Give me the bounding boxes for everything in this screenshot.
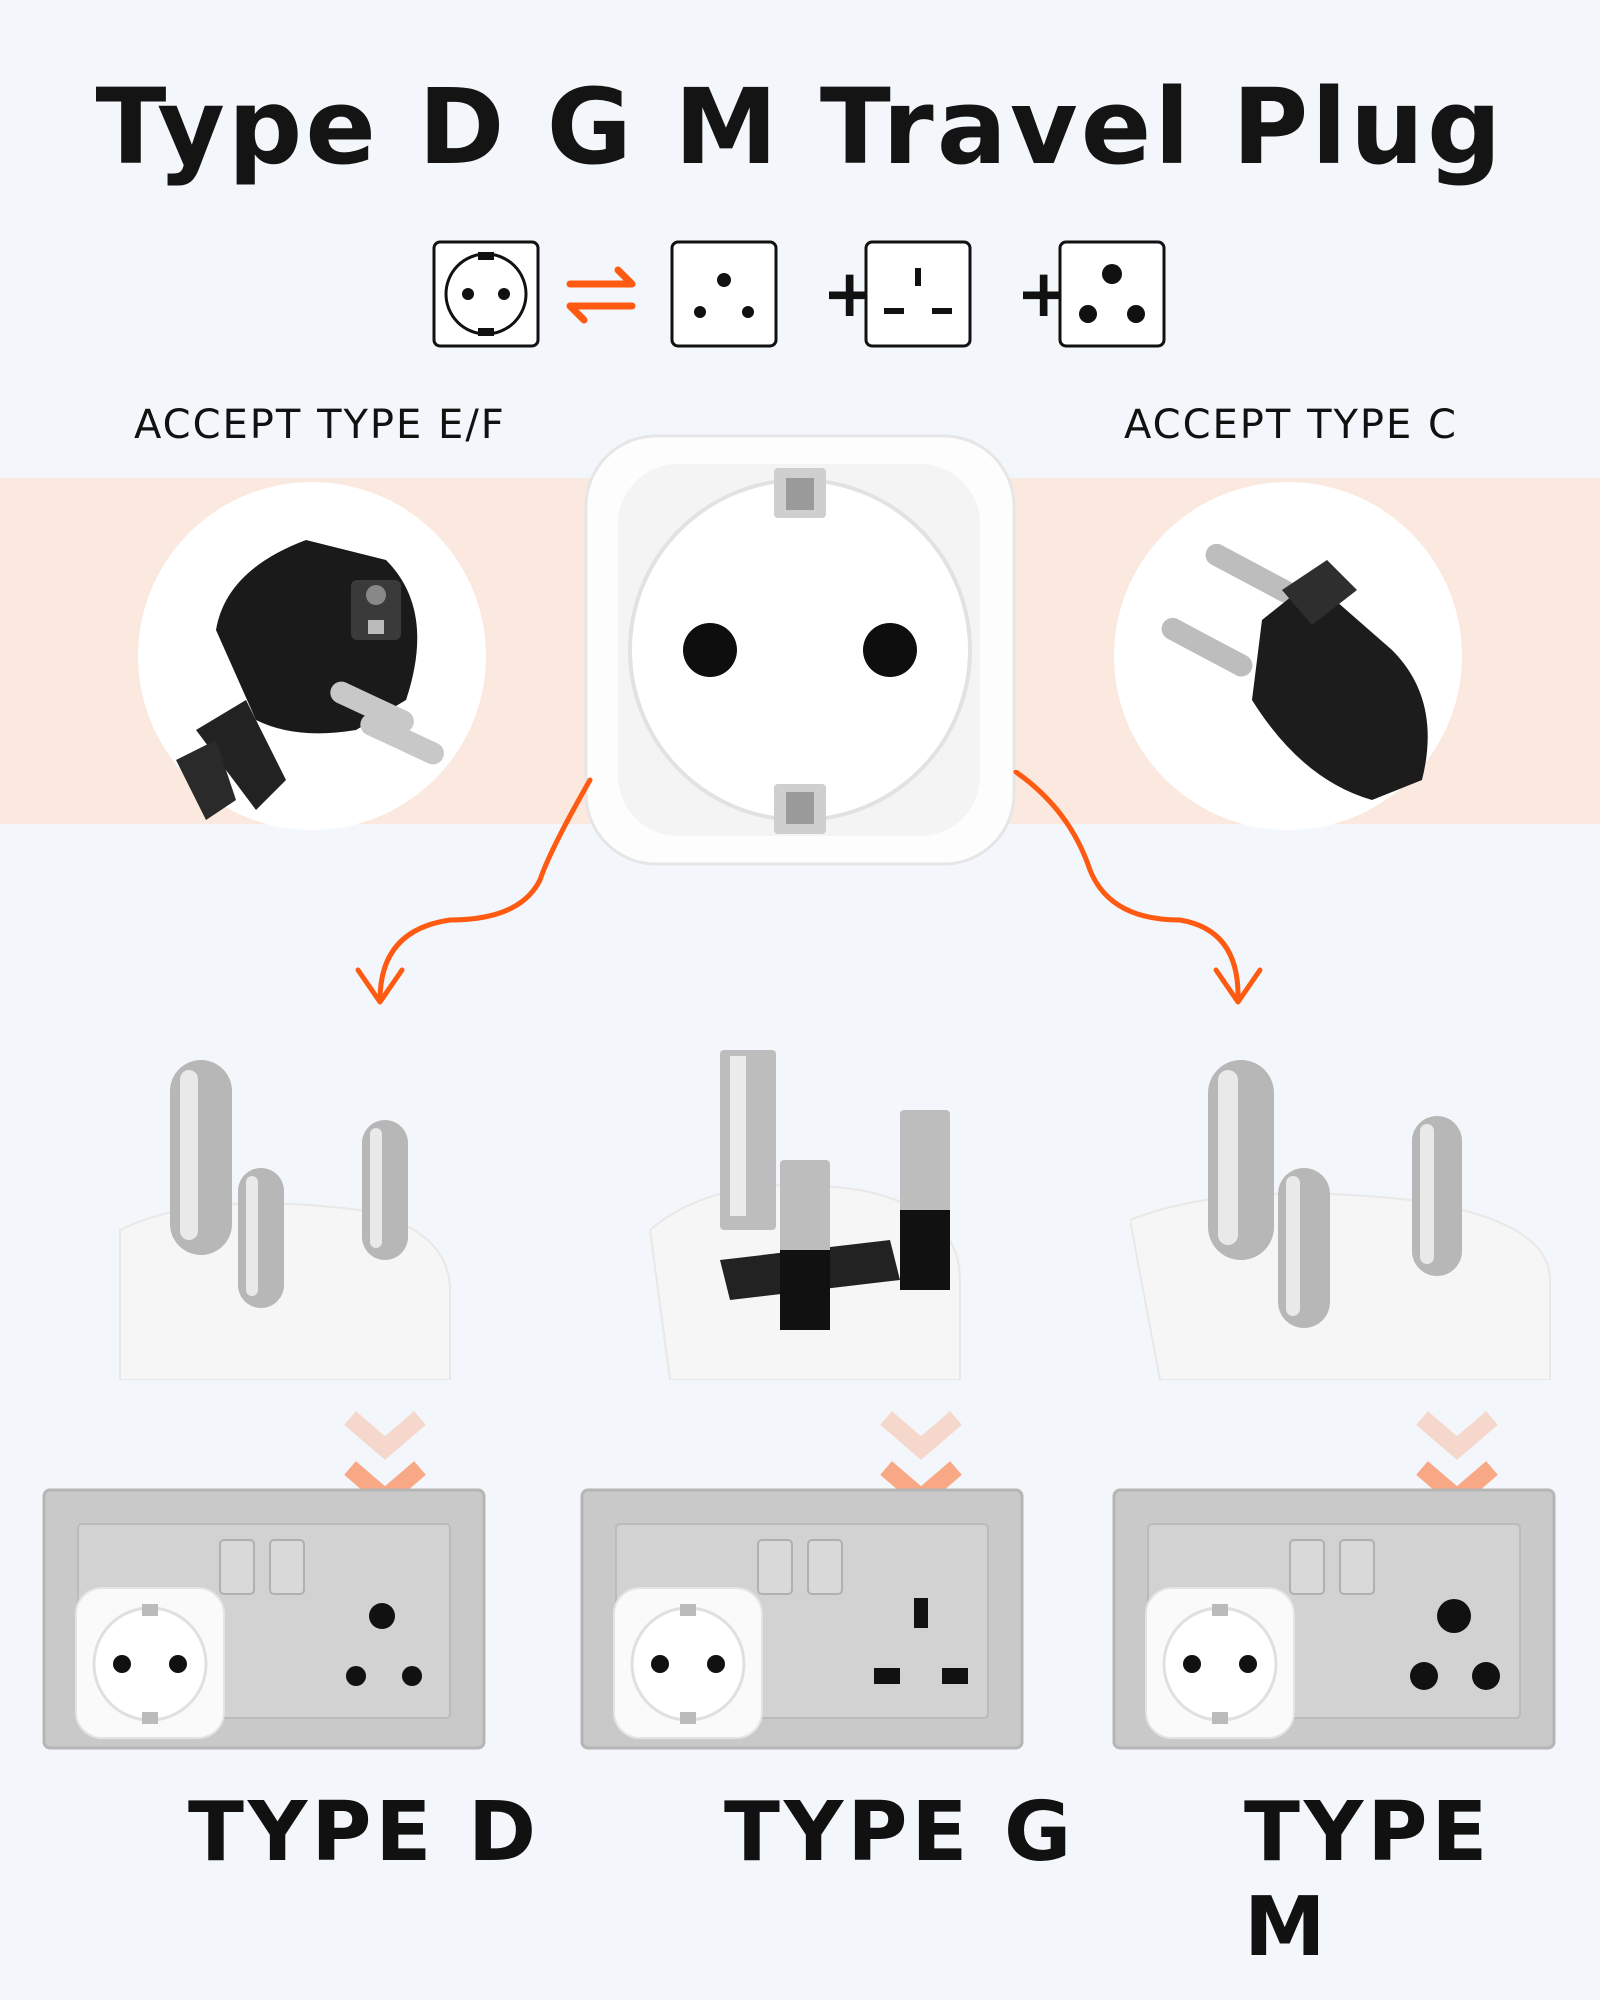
type-m-label: TYPE M [1244,1785,1492,1975]
connector-arrows [355,770,1263,1005]
formula-row: + + [432,240,1166,348]
type-g-socket-icon [864,240,972,348]
type-d-socket-icon [670,240,778,348]
schuko-plug-image [138,482,486,830]
type-d-label: TYPE D [188,1785,541,1880]
left-arrow-icon [355,777,593,1005]
schuko-socket-icon [432,240,540,348]
swap-arrows-icon [566,266,636,324]
type-g-wall-socket [580,1488,1024,1750]
type-g-label: TYPE G [724,1785,1076,1880]
type-c-plug-image [1114,482,1462,830]
type-m-socket-icon [1058,240,1166,348]
type-m-adapter-image [1130,1060,1551,1380]
accept-type-c-label: ACCEPT TYPE C [1124,402,1458,448]
center-adapter-image [584,434,1016,866]
type-m-wall-socket [1112,1488,1556,1750]
type-d-wall-socket [42,1488,486,1750]
accept-type-ef-label: ACCEPT TYPE E/F [134,402,506,448]
page-title: Type D G M Travel Plug [95,66,1505,188]
type-d-adapter-image [119,1060,451,1380]
right-arrow-icon [1013,770,1263,1005]
type-g-adapter-image [648,1050,961,1380]
